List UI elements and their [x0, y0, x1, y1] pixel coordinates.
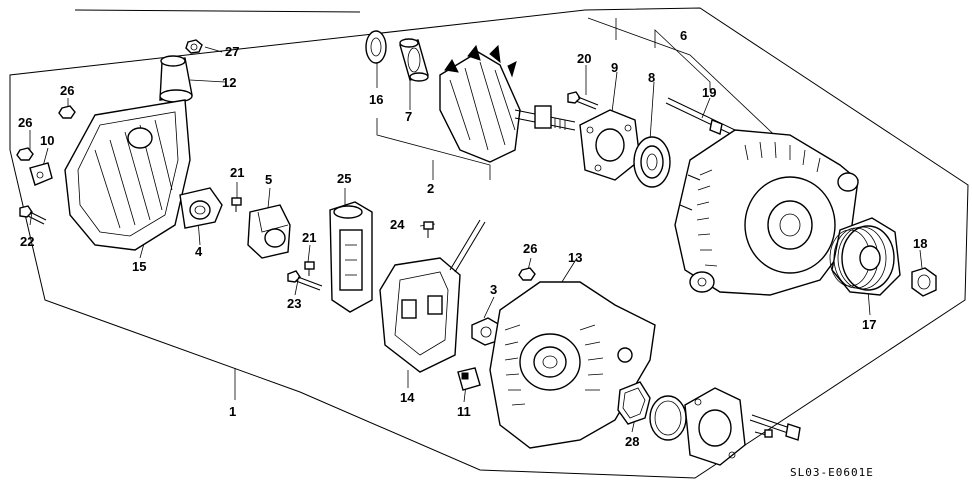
part-bolt-23: [287, 270, 323, 291]
part-stud-19: [665, 97, 736, 136]
part-regulator-25: [329, 201, 373, 313]
part-o-ring: [649, 395, 687, 441]
label-8: 8: [648, 70, 655, 85]
label-22: 22: [20, 234, 34, 249]
part-nut-26c: [518, 267, 536, 281]
part-bolt-22: [19, 205, 47, 225]
label-11: 11: [457, 404, 471, 419]
part-screw-21a: [231, 197, 242, 212]
part-seal-16: [365, 30, 387, 64]
leader-lines: [29, 17, 923, 433]
part-holder-4: [179, 187, 223, 229]
label-2: 2: [427, 181, 434, 196]
label-25: 25: [337, 171, 351, 186]
label-16: 16: [369, 92, 383, 107]
label-21-upper: 21: [230, 165, 244, 180]
catalog-code: SL03-E0601E: [790, 466, 874, 479]
part-rotor-2: [439, 44, 576, 163]
label-17: 17: [862, 317, 876, 332]
part-housing-5: [247, 204, 291, 259]
part-nut-26b: [16, 147, 34, 161]
label-18: 18: [913, 236, 927, 251]
part-retainer-plate-9: [579, 109, 641, 181]
part-end-cover-plate: [684, 387, 746, 466]
label-1: 1: [229, 404, 236, 419]
label-20: 20: [577, 51, 591, 66]
label-10: 10: [40, 133, 54, 148]
label-26-left: 26: [18, 115, 32, 130]
part-pulley-17: [829, 217, 901, 296]
part-screw-24: [423, 221, 434, 238]
label-7: 7: [405, 109, 412, 124]
part-terminal-10: [29, 162, 53, 186]
part-small-screw: [754, 429, 773, 438]
label-24: 24: [390, 217, 405, 232]
part-rubber-boot: [159, 55, 193, 103]
part-front-bracket-13: [489, 281, 656, 449]
part-bearing-7: [399, 38, 429, 82]
part-through-bolt: [749, 414, 801, 441]
part-rear-cover: [64, 99, 191, 251]
part-bearing-8: [633, 136, 671, 188]
part-bolt-20: [567, 91, 599, 110]
label-3: 3: [490, 282, 497, 297]
label-6: 6: [680, 28, 687, 43]
label-12: 12: [222, 75, 236, 90]
label-21-lower: 21: [302, 230, 316, 245]
label-4: 4: [195, 244, 203, 259]
assembly-boundary: [9, 7, 969, 479]
part-screw-21b: [304, 261, 315, 276]
label-26-center: 26: [523, 241, 537, 256]
label-27: 27: [225, 44, 239, 59]
label-26-left-top: 26: [60, 83, 74, 98]
label-14: 14: [400, 390, 415, 405]
label-19: 19: [702, 85, 716, 100]
part-pulley-nut-18: [911, 267, 937, 297]
label-9: 9: [611, 60, 618, 75]
label-5: 5: [265, 172, 272, 187]
part-nut-27: [185, 39, 203, 54]
label-15: 15: [132, 259, 146, 274]
part-nut-26a: [58, 105, 76, 119]
label-13: 13: [568, 250, 582, 265]
label-23: 23: [287, 296, 301, 311]
part-gasket-28: [617, 381, 651, 425]
part-housing-stator-6: [674, 129, 859, 296]
part-brush-holder-14: [379, 219, 486, 373]
part-labels: 27 12 26 26 10 22 15 4 21 5 21 23 25 24 …: [18, 28, 927, 449]
label-28: 28: [625, 434, 639, 449]
part-connector-11: [457, 367, 481, 391]
